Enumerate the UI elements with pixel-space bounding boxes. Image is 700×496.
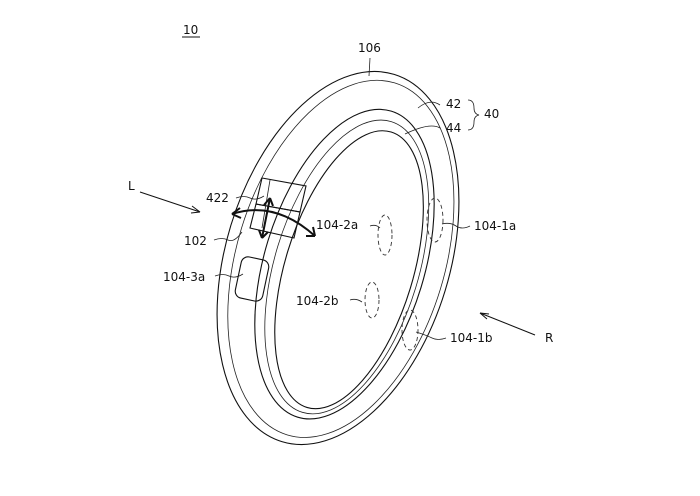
ring-band: [216, 70, 460, 446]
figure-number: 10: [183, 23, 198, 37]
joint-102: [249, 177, 307, 239]
button-104-3a: [234, 256, 270, 302]
label-L: L: [128, 179, 135, 193]
sensor-104-1b: [401, 309, 419, 351]
direction-arrows: [139, 191, 536, 336]
rotation-arrows: [231, 197, 316, 239]
label-102: 102: [184, 234, 207, 248]
label-42: 42: [446, 97, 461, 111]
label-44: 44: [446, 121, 461, 135]
label-104-1b: 104-1b: [450, 331, 493, 345]
label-104-3a: 104-3a: [163, 270, 205, 284]
sensor-104-1a: [426, 197, 444, 243]
label-40: 40: [484, 107, 499, 121]
label-104-2a: 104-2a: [316, 218, 358, 232]
sensor-104-2a: [377, 214, 393, 256]
leader-lines: [213, 57, 480, 340]
sensors: [364, 197, 444, 351]
label-104-2b: 104-2b: [296, 294, 339, 308]
label-104-1a: 104-1a: [474, 219, 516, 233]
label-422: 422: [206, 191, 229, 205]
sensor-104-2b: [364, 281, 380, 319]
label-R: R: [545, 331, 553, 345]
label-106: 106: [358, 41, 381, 55]
